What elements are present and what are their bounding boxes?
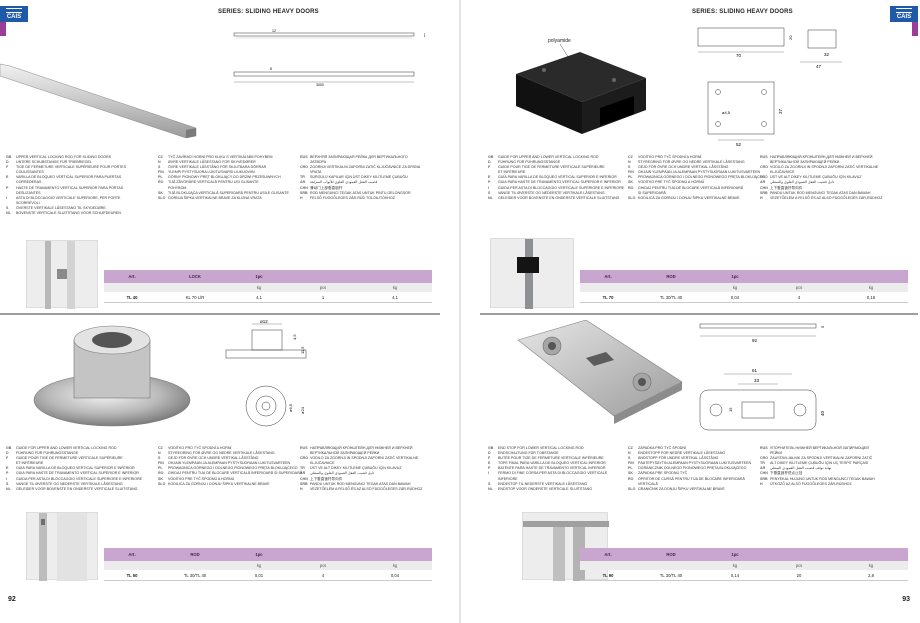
dim-label: ø24 — [300, 406, 305, 414]
technical-drawing-polyamide-guide: 70 20 32 47 37 ø4,5 52 — [682, 24, 862, 148]
dim-label: 52 — [736, 142, 742, 147]
page-right: CAIS SERIES: SLIDING HEAVY DOORS polyami… — [460, 0, 920, 623]
dim-label: 47 — [816, 64, 822, 69]
dim-label: ø6,5 — [288, 403, 293, 412]
series-title: SERIES: SLIDING HEAVY DOORS — [218, 9, 319, 15]
material-label: polyamide — [548, 38, 571, 44]
dim-label: 40 — [820, 410, 825, 416]
dim-label: 20 — [788, 35, 793, 40]
dim-label: 8 — [270, 67, 272, 71]
svg-text:]: ] — [424, 32, 425, 37]
dim-label: 32 — [824, 52, 830, 57]
installation-photo-2 — [26, 512, 98, 581]
product-photo-locking-rod — [0, 42, 200, 146]
technical-drawing-end-stop: 92 5 61 33 40 15 — [692, 318, 870, 434]
section-divider — [480, 313, 918, 315]
technical-drawing-rod: 12 ] 8 3000 — [228, 26, 436, 88]
page-number: 93 — [902, 596, 910, 603]
dim-label: 5 — [820, 325, 825, 328]
product-photo-guide — [20, 320, 200, 432]
product-photo-polyamide-guide: polyamide — [500, 30, 660, 140]
page-number: 92 — [8, 596, 16, 603]
dim-label: ø12 — [260, 319, 268, 324]
dim-label: 37 — [778, 108, 783, 114]
page-left: CAIS SERIES: SLIDING HEAVY DOORS 12 ] — [0, 6, 440, 603]
logo-text: CAIS — [896, 14, 912, 20]
cais-logo: CAIS — [0, 6, 28, 22]
logo-text: CAIS — [6, 14, 22, 20]
dim-label: 61 — [752, 368, 758, 373]
section-tab-marker — [912, 22, 918, 36]
section-divider — [0, 313, 440, 315]
dim-label: 3000 — [316, 83, 324, 87]
dim-label: 70 — [736, 53, 742, 58]
dim-label: 12 — [272, 29, 276, 33]
dim-label: 11,5 — [300, 346, 305, 354]
section-tab-marker — [0, 22, 6, 36]
dim-label: ø4,5 — [722, 110, 731, 115]
page-gutter — [459, 0, 461, 623]
installation-photo-3 — [490, 238, 574, 309]
dim-label: 4,5 — [292, 334, 297, 340]
installation-photo-1 — [26, 240, 98, 309]
product-photo-end-stop — [510, 319, 690, 434]
dim-label: 92 — [752, 338, 758, 343]
technical-drawing-guide: ø12 4,5 11,5 ø6,5 ø24 — [222, 318, 322, 430]
series-title: SERIES: SLIDING HEAVY DOORS — [692, 9, 793, 15]
dim-label: 33 — [754, 378, 760, 383]
cais-logo: CAIS — [890, 6, 918, 22]
dim-label: 15 — [728, 407, 733, 412]
